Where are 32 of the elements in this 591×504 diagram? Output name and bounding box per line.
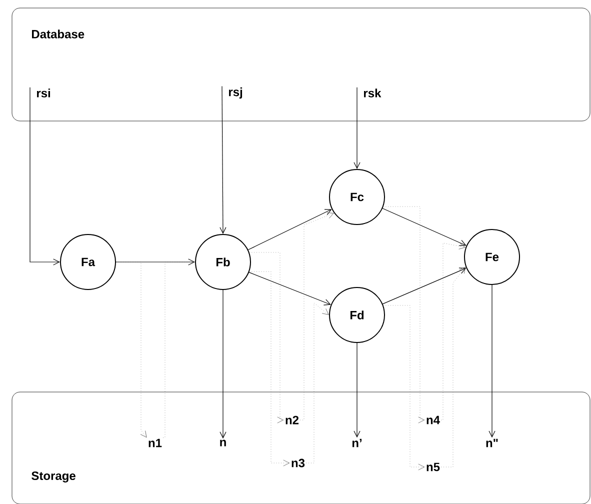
relation-label: rsk [364,88,382,98]
flow-arrow [249,252,284,424]
output-label: n5 [426,462,440,472]
output-label: n [220,440,226,446]
arrow [488,284,496,438]
arrow [30,87,60,266]
flow-arrow [441,242,466,420]
output-label: n1 [148,438,162,448]
arrow [382,208,466,246]
relation-label: rsi [36,88,50,98]
flow-arrow [300,212,334,420]
flow-arrow [163,258,195,438]
relation-label: rsj [229,87,242,99]
arrow [354,342,360,438]
arrow [220,86,226,234]
arrow [116,258,195,266]
flow-arrow [383,206,425,424]
output-label: n3 [292,458,305,468]
arrow [220,290,226,439]
arrow [248,209,332,250]
arrow [382,268,466,304]
flow-arrow [441,266,466,468]
flow-arrow [383,305,425,470]
output-label: n4 [426,416,440,424]
output-label: n" [486,438,498,448]
flow-arrow [306,302,329,464]
arrow [354,87,360,169]
output-label: n2 [286,416,299,424]
flow-arrow [116,262,147,438]
arrow [248,272,331,306]
output-label: n’ [352,438,362,448]
flow-arrow [249,271,290,466]
